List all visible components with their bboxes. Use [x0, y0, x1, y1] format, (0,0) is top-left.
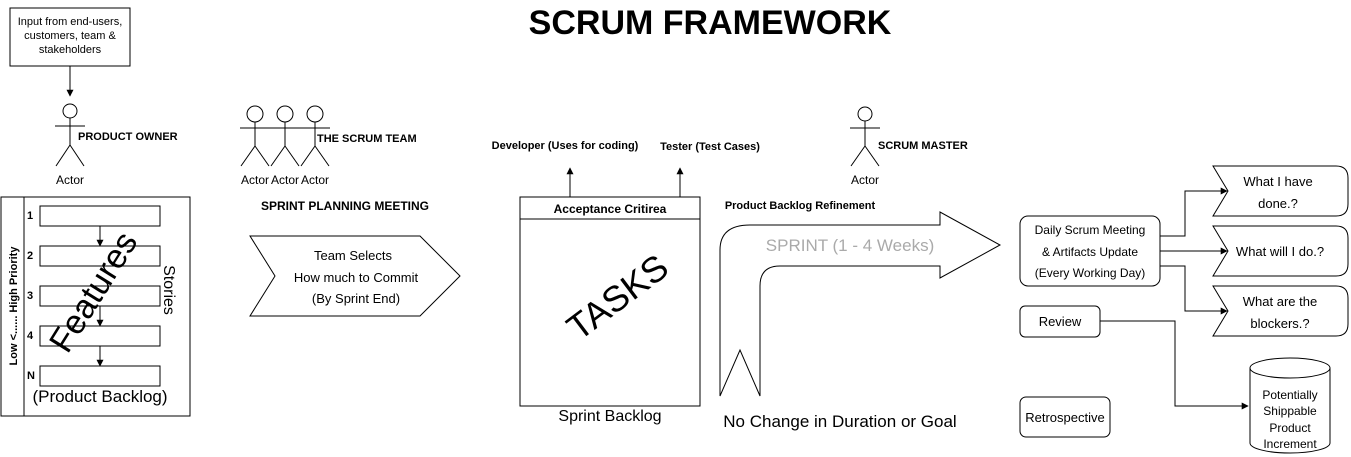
- acceptance-criteria-header: Acceptance Critirea: [554, 202, 667, 216]
- backlog-row-n: [39, 365, 161, 387]
- backlog-row-num-2: 2: [27, 250, 33, 262]
- scrum-master-actor-icon: [850, 106, 880, 167]
- increment-line-3: Product: [1269, 421, 1311, 435]
- product-owner-label: PRODUCT OWNER: [78, 131, 178, 143]
- page-title: SCRUM FRAMEWORK: [529, 4, 892, 42]
- daily-scrum-line-2: & Artifacts Update: [1042, 245, 1138, 259]
- priority-label: Low <...... High Priority: [8, 246, 20, 366]
- daily-scrum-line-3: (Every Working Day): [1035, 266, 1145, 280]
- sprint-planning-shape: Team Selects How much to Commit (By Spri…: [249, 235, 461, 317]
- question-2-line-1: What will I do.?: [1236, 244, 1324, 259]
- scrum-team-actor-caption-1: Actor: [241, 173, 269, 187]
- scrum-team-actors-icon: [240, 105, 330, 167]
- input-line-3: stakeholders: [39, 44, 102, 56]
- backlog-row-num-n: N: [27, 370, 35, 382]
- product-backlog: Low <...... High Priority 1 2 3 4 N Feat…: [0, 196, 191, 417]
- question-1-line-1: What I have: [1243, 174, 1312, 189]
- input-box: Input from end-users, customers, team & …: [9, 7, 131, 67]
- retrospective-label: Retrospective: [1025, 410, 1104, 425]
- scrum-master-label: SCRUM MASTER: [878, 140, 968, 152]
- sprint-backlog: Acceptance Critirea TASKS: [519, 196, 701, 407]
- input-line-1: Input from end-users,: [18, 16, 123, 28]
- review-label: Review: [1039, 314, 1082, 329]
- question-blockers: What are the blockers.?: [1212, 285, 1349, 337]
- review-box: Review: [1019, 305, 1101, 338]
- sprint-backlog-caption: Sprint Backlog: [558, 408, 661, 425]
- scrum-master-actor-caption: Actor: [851, 173, 879, 187]
- daily-scrum-box: Daily Scrum Meeting & Artifacts Update (…: [1019, 215, 1161, 287]
- sprint-planning-heading: SPRINT PLANNING MEETING: [261, 199, 429, 213]
- product-owner-actor-icon: [55, 103, 85, 167]
- review-to-increment-connector: [1100, 320, 1249, 410]
- question-3-line-1: What are the: [1243, 294, 1317, 309]
- scrum-team-actor-caption-3: Actor: [301, 173, 329, 187]
- backlog-row-1: [39, 205, 161, 227]
- sprint-arrow-label: SPRINT (1 - 4 Weeks): [766, 236, 934, 255]
- product-backlog-caption: (Product Backlog): [32, 387, 167, 406]
- stories-label: Stories: [160, 265, 177, 315]
- question-connectors: [1160, 187, 1228, 315]
- backlog-row-num-3: 3: [27, 290, 33, 302]
- scrum-team-label: THE SCRUM TEAM: [317, 133, 417, 145]
- increment-line-4: Increment: [1263, 437, 1317, 451]
- backlog-row-num-1: 1: [27, 210, 33, 222]
- retrospective-box: Retrospective: [1019, 396, 1111, 438]
- scrum-team-actor-caption-2: Actor: [271, 173, 299, 187]
- question-what-done: What I have done.?: [1212, 165, 1349, 217]
- question-1-line-2: done.?: [1258, 196, 1298, 211]
- increment-line-1: Potentially: [1262, 388, 1317, 402]
- refinement-label: Product Backlog Refinement: [725, 200, 876, 212]
- tester-label: Tester (Test Cases): [660, 141, 760, 153]
- daily-scrum-line-1: Daily Scrum Meeting: [1035, 223, 1146, 237]
- input-line-2: customers, team &: [24, 30, 116, 42]
- sprint-arrow: SPRINT (1 - 4 Weeks): [719, 211, 1002, 397]
- sprint-planning-line-2: How much to Commit: [294, 270, 419, 285]
- product-increment-cylinder: Potentially Shippable Product Increment: [1249, 357, 1331, 454]
- increment-line-2: Shippable: [1263, 404, 1317, 418]
- no-change-caption: No Change in Duration or Goal: [723, 412, 956, 431]
- product-owner-actor-caption: Actor: [56, 173, 84, 187]
- sprint-planning-line-1: Team Selects: [314, 248, 393, 263]
- question-what-will-do: What will I do.?: [1212, 225, 1349, 277]
- developer-label: Developer (Uses for coding): [492, 140, 639, 152]
- sprint-planning-line-3: (By Sprint End): [312, 291, 400, 306]
- question-3-line-2: blockers.?: [1250, 316, 1309, 331]
- backlog-row-num-4: 4: [27, 330, 34, 342]
